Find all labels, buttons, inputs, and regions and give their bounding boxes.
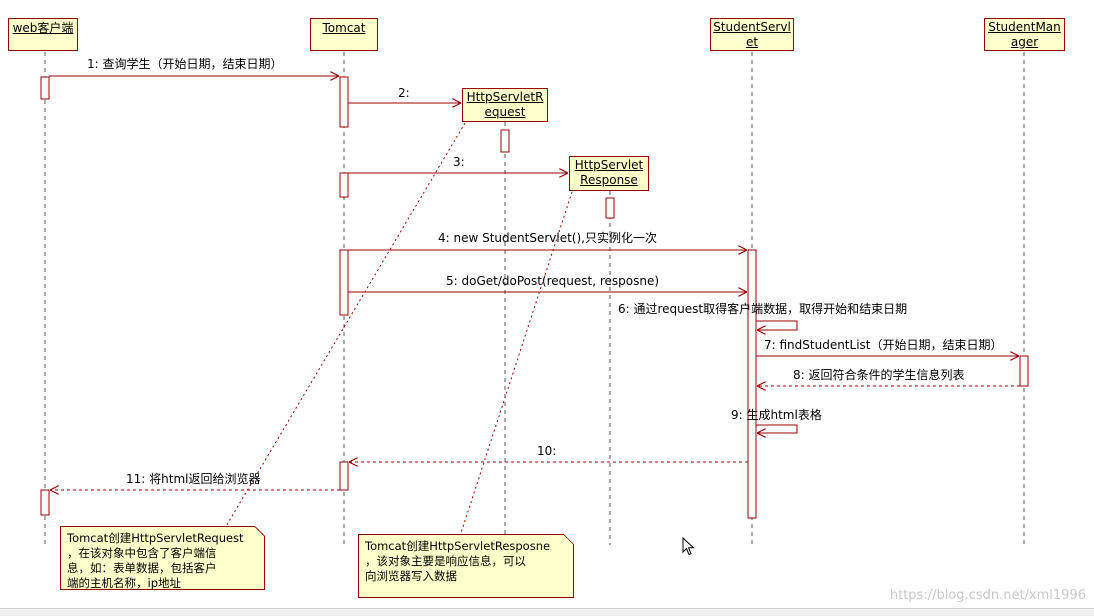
object-web-client-label: web客户端 bbox=[12, 21, 74, 35]
activation-tomcat-4 bbox=[339, 461, 349, 491]
message-label-4: 4: new StudentServlet(),只实例化一次 bbox=[438, 231, 657, 245]
message-label-5: 5: doGet/doPost(request, resposne) bbox=[446, 274, 660, 288]
note-request[interactable]: Tomcat创建HttpServletRequest ，在该对象中包含了客户端信… bbox=[60, 526, 265, 590]
object-student-servlet-label: StudentServlet bbox=[713, 20, 791, 49]
message-label-2: 2: bbox=[398, 86, 410, 100]
message-label-6: 6: 通过request取得客户端数据，取得开始和结束日期 bbox=[618, 302, 908, 316]
activation-web-client-2 bbox=[40, 489, 50, 516]
bottom-scrollbar[interactable] bbox=[0, 608, 1094, 616]
object-http-request[interactable]: HttpServletRequest bbox=[462, 88, 548, 122]
object-student-manager-label: StudentManager bbox=[988, 20, 1061, 49]
activation-tomcat-1 bbox=[339, 76, 349, 128]
object-tomcat-label: Tomcat bbox=[322, 21, 366, 35]
activation-student-servlet bbox=[747, 249, 757, 519]
arrow-message-9 bbox=[756, 424, 798, 433]
activation-request bbox=[500, 129, 510, 153]
object-tomcat[interactable]: Tomcat bbox=[310, 18, 378, 51]
message-label-11: 11: 将html返回给浏览器 bbox=[126, 472, 261, 486]
activation-tomcat-3 bbox=[339, 249, 349, 316]
object-http-response-label: HttpServletResponse bbox=[574, 158, 644, 187]
message-label-1: 1: 查询学生（开始日期，结束日期） bbox=[87, 57, 283, 71]
mouse-pointer-icon bbox=[682, 537, 695, 556]
object-student-manager[interactable]: StudentManager bbox=[984, 18, 1065, 51]
note-anchor-request bbox=[224, 122, 466, 529]
arrow-message-6 bbox=[756, 320, 798, 330]
watermark-text: https://blog.csdn.net/xml1996 bbox=[889, 588, 1086, 603]
activation-tomcat-2 bbox=[339, 172, 349, 198]
message-label-10: 10: bbox=[537, 444, 557, 458]
activation-response bbox=[605, 197, 615, 219]
object-http-response[interactable]: HttpServletResponse bbox=[569, 156, 649, 191]
message-label-8: 8: 返回符合条件的学生信息列表 bbox=[793, 368, 965, 382]
message-label-9: 9: 生成html表格 bbox=[731, 408, 822, 422]
message-label-7: 7: findStudentList（开始日期，结束日期） bbox=[764, 338, 1003, 352]
activation-student-manager bbox=[1019, 355, 1029, 387]
message-label-3: 3: bbox=[453, 155, 465, 169]
note-anchor-response bbox=[459, 191, 573, 537]
activation-web-client-1 bbox=[40, 76, 50, 100]
object-student-servlet[interactable]: StudentServlet bbox=[710, 18, 794, 51]
object-web-client[interactable]: web客户端 bbox=[8, 18, 78, 51]
object-http-request-label: HttpServletRequest bbox=[466, 90, 544, 119]
note-response[interactable]: Tomcat创建HttpServletResposne ，该对象主要是响应信息，… bbox=[358, 534, 574, 598]
